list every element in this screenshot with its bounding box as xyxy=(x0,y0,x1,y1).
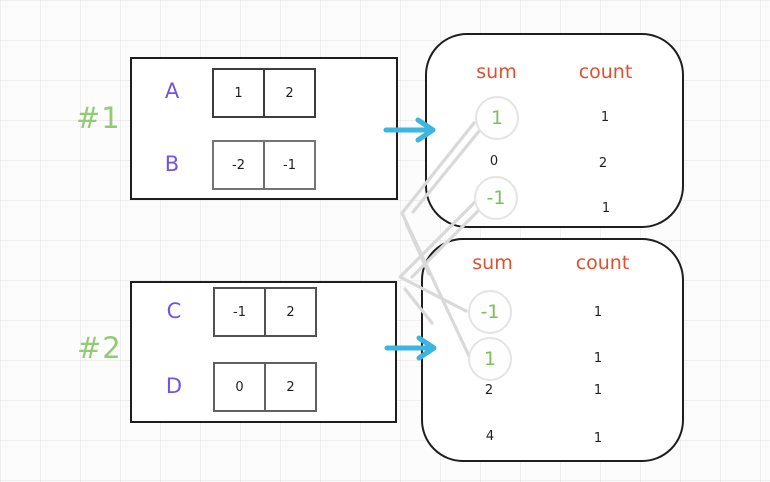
array-a-cells: 1 2 xyxy=(212,68,316,118)
arrow-right-icon xyxy=(384,335,437,361)
example-1-label: #1 xyxy=(76,101,121,135)
array-cell: -1 xyxy=(263,142,314,188)
connector-sumneg1-to-sumneg1 xyxy=(398,200,477,313)
table-2-sum-circled: 1 xyxy=(468,337,512,381)
table-1-count: 2 xyxy=(598,156,608,171)
table-2-count: 1 xyxy=(593,383,603,398)
table-2-sum: 2 xyxy=(484,383,494,398)
array-cell: 2 xyxy=(264,364,315,410)
array-cell: 0 xyxy=(235,379,244,395)
array-c-cells: -1 2 xyxy=(213,287,317,337)
array-c-label: C xyxy=(166,299,182,323)
arrow-right-icon xyxy=(383,117,436,143)
table-1-sum: 0 xyxy=(489,154,499,169)
table-1-sum-header: sum xyxy=(476,61,517,83)
table-1-sum-circled: 1 xyxy=(475,96,519,140)
table-2-sum-circled: -1 xyxy=(468,290,512,334)
array-b-label: B xyxy=(164,152,180,176)
array-d-label: D xyxy=(165,374,183,398)
array-cell: 2 xyxy=(263,70,314,116)
connector-sketch-stroke xyxy=(403,287,434,325)
connector-sketch-stroke xyxy=(411,128,482,214)
connector-sum1-to-sum1 xyxy=(400,121,476,358)
array-b-cells: -2 -1 xyxy=(212,140,316,190)
table-1-count-header: count xyxy=(578,61,633,83)
table-2-count-header: count xyxy=(575,252,630,274)
array-a-label: A xyxy=(164,79,180,103)
example-2-label: #2 xyxy=(77,331,122,365)
table-2-count: 1 xyxy=(593,305,603,320)
table-2-count: 1 xyxy=(593,351,603,366)
table-2-sum: 4 xyxy=(485,429,495,444)
table-1-count: 1 xyxy=(600,110,610,125)
array-cell: 1 xyxy=(234,85,243,101)
table-2-count: 1 xyxy=(593,431,603,446)
array-cell: -1 xyxy=(233,304,246,320)
array-cell: -2 xyxy=(232,157,245,173)
table-1-count: 1 xyxy=(601,201,611,216)
table-1-sum-circled: -1 xyxy=(474,176,518,220)
table-2-sum-header: sum xyxy=(472,252,513,274)
connector-sketch-stroke xyxy=(410,208,481,279)
array-d-cells: 0 2 xyxy=(213,362,317,412)
array-cell: 2 xyxy=(264,289,315,335)
